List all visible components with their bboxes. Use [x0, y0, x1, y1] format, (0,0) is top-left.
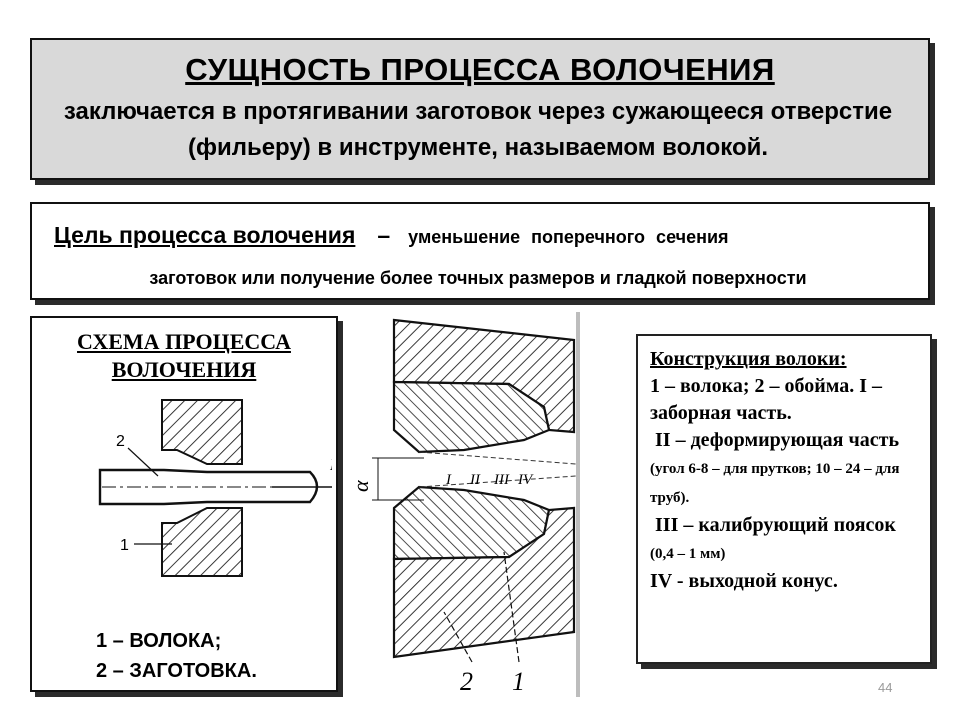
die-construction-diagram: α I II III IV 2 1 — [348, 312, 580, 697]
scheme-legend: 1 – ВОЛОКА; 2 – ЗАГОТОВКА. — [96, 626, 257, 686]
goal-text-1: уменьшение поперечного сечения — [408, 227, 729, 247]
construction-line-3: III – калибрующий поясок (0,4 – 1 мм) — [650, 512, 922, 568]
die-upper-part — [161, 399, 243, 465]
construction-box: Конструкция волоки: 1 – волока; 2 – обой… — [636, 334, 932, 664]
construction-line-2-main: II – деформирующая часть — [655, 429, 900, 451]
zone-label-ii: II — [469, 472, 481, 488]
goal-text-2: заготовок или получение более точных раз… — [149, 268, 807, 288]
legend-item-1: 1 – ВОЛОКА; — [96, 630, 222, 652]
channel-line-upper — [418, 451, 577, 465]
holder-lower — [392, 506, 576, 659]
zone-label-iii: III — [493, 472, 510, 488]
construction-line-2: II – деформирующая часть (угол 6-8 – для… — [650, 427, 922, 512]
scheme-box: СХЕМА ПРОЦЕССА ВОЛОЧЕНИЯ P 2 1 1 – ВОЛОК… — [30, 316, 338, 692]
scheme-title: СХЕМА ПРОЦЕССА ВОЛОЧЕНИЯ — [77, 329, 291, 382]
channel-line-lower — [418, 475, 577, 488]
construction-text: Конструкция волоки: 1 – волока; 2 – обой… — [650, 346, 922, 595]
goal-line-1: Цель процесса волочения–уменьшение попер… — [54, 222, 914, 249]
construction-line-3-main: III – калибрующий поясок — [655, 514, 896, 536]
force-label: P — [329, 457, 332, 474]
zone-label-i: I — [445, 472, 452, 488]
goal-label: Цель процесса волочения — [54, 222, 356, 248]
leader-line-2 — [127, 447, 159, 477]
definition-title: СУЩНОСТЬ ПРОЦЕССА ВОЛОЧЕНИЯ — [185, 52, 775, 87]
leader-part-2 — [443, 611, 473, 663]
construction-title: Конструкция волоки: — [650, 348, 847, 370]
construction-line-2-note: (угол 6-8 – для прутков; 10 – 24 – для т… — [650, 461, 900, 506]
part-label-1: 1 — [512, 667, 525, 696]
definition-box: СУЩНОСТЬ ПРОЦЕССА ВОЛОЧЕНИЯ заключается … — [30, 38, 930, 180]
label-1: 1 — [120, 537, 129, 554]
legend-item-2: 2 – ЗАГОТОВКА. — [96, 660, 257, 682]
construction-line-3-note: (0,4 – 1 мм) — [650, 546, 726, 562]
goal-box: Цель процесса волочения–уменьшение попер… — [30, 202, 930, 300]
drawing-scheme-diagram: P 2 1 — [98, 399, 332, 577]
zone-label-iv: IV — [517, 472, 534, 488]
goal-dash: – — [377, 222, 391, 248]
page-number: 44 — [878, 680, 893, 695]
die-lower-part — [161, 507, 243, 577]
die-insert-upper — [392, 380, 551, 454]
label-2: 2 — [116, 433, 125, 450]
definition-text: заключается в протягивании заготовок чер… — [63, 98, 893, 161]
angle-label: α — [348, 480, 373, 492]
construction-line-4: IV - выходной конус. — [650, 570, 838, 592]
leader-part-1 — [503, 551, 520, 663]
construction-line-1: 1 – волока; 2 – обойма. I – заборная час… — [650, 375, 883, 424]
part-label-2: 2 — [460, 667, 473, 696]
